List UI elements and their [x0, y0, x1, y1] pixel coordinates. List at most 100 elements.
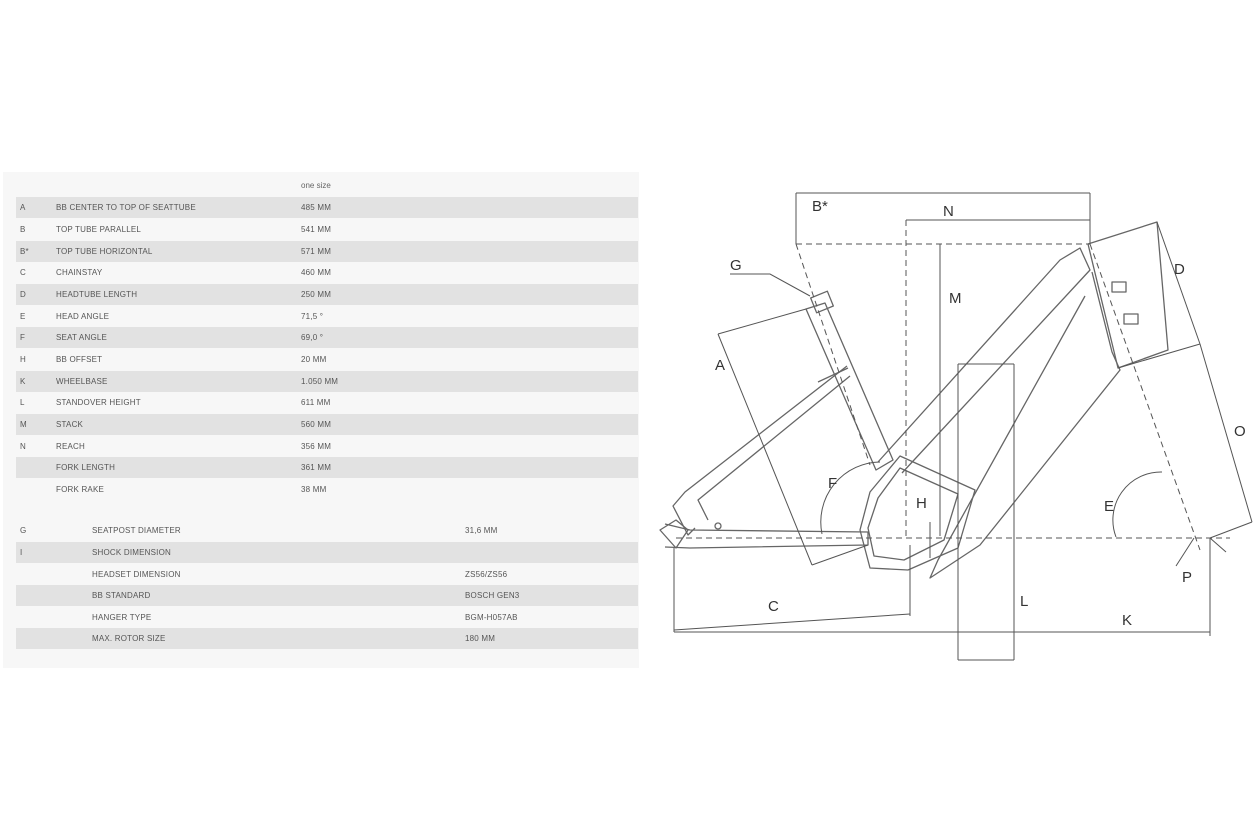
dimension-code: C [20, 268, 26, 277]
dimension-label: FORK RAKE [56, 485, 105, 494]
dimension-code: E [20, 312, 26, 321]
dimension-value: 1.050 MM [301, 377, 339, 386]
motor-housing [859, 455, 976, 571]
component-label: BB STANDARD [92, 591, 151, 600]
dimension-label: HEADTUBE LENGTH [56, 290, 138, 299]
label-m: M [949, 290, 962, 307]
table-row: A BB CENTER TO TOP OF SEATTUBE 485 MM [16, 197, 638, 218]
dimension-value: 361 MM [301, 463, 332, 472]
seat-stay-inner [697, 375, 851, 521]
motor-inner [867, 467, 959, 561]
head-tube [1087, 221, 1169, 369]
dimension-value: 69,0 ° [301, 333, 324, 342]
dimension-label: CHAINSTAY [56, 268, 103, 277]
dimension-code: H [20, 355, 26, 364]
dimension-code: D [20, 290, 26, 299]
component-label: HEADSET DIMENSION [92, 570, 181, 579]
component-code: G [20, 526, 27, 535]
dimension-label: BB OFFSET [56, 355, 103, 364]
dimension-label: BB CENTER TO TOP OF SEATTUBE [56, 203, 196, 212]
label-c: C [768, 598, 779, 615]
dimension-value: 571 MM [301, 247, 332, 256]
table-row: N REACH 356 MM [16, 436, 638, 457]
dimension-code: N [20, 442, 26, 451]
table-row: FORK RAKE 38 MM [16, 479, 638, 500]
component-value: 180 MM [465, 634, 496, 643]
frame-geometry-diagram: B* N G M D A O F H E C L P K [659, 192, 1253, 661]
component-value: BOSCH GEN3 [465, 591, 520, 600]
dimension-label: FORK LENGTH [56, 463, 116, 472]
table-row: H BB OFFSET 20 MM [16, 349, 638, 370]
dimension-lines [673, 192, 1253, 661]
table-row: B* TOP TUBE HORIZONTAL 571 MM [16, 241, 638, 262]
dimension-value: 485 MM [301, 203, 332, 212]
table-row: E HEAD ANGLE 71,5 ° [16, 306, 638, 327]
component-label: HANGER TYPE [92, 613, 152, 622]
dimension-value: 38 MM [301, 485, 327, 494]
top-tube [877, 247, 1091, 474]
component-label: MAX. ROTOR SIZE [92, 634, 166, 643]
label-b-star: B* [812, 198, 828, 215]
dropout [659, 519, 689, 549]
dimension-label: TOP TUBE PARALLEL [56, 225, 142, 234]
dimension-code: F [20, 333, 26, 342]
seat-stay [672, 365, 848, 536]
headset-cup-bottom [1123, 313, 1139, 325]
table-row: BB STANDARD BOSCH GEN3 [16, 585, 638, 606]
dimension-value: 541 MM [301, 225, 332, 234]
component-label: SEATPOST DIAMETER [92, 526, 181, 535]
component-label: SHOCK DIMENSION [92, 548, 172, 557]
table-row: MAX. ROTOR SIZE 180 MM [16, 628, 638, 649]
seat-tube [805, 302, 894, 471]
table-row: D HEADTUBE LENGTH 250 MM [16, 284, 638, 305]
table-row: HEADSET DIMENSION ZS56/ZS56 [16, 564, 638, 585]
table-row: M STACK 560 MM [16, 414, 638, 435]
label-e: E [1104, 498, 1114, 515]
label-k: K [1122, 612, 1132, 629]
table-row: I SHOCK DIMENSION [16, 542, 638, 563]
component-value: 31,6 MM [465, 526, 498, 535]
dimension-value: 250 MM [301, 290, 332, 299]
dimension-labels: B* N G M D A O F H E C L P K [715, 198, 1246, 629]
table-row: K WHEELBASE 1.050 MM [16, 371, 638, 392]
dimension-label: WHEELBASE [56, 377, 108, 386]
dimension-code: K [20, 377, 26, 386]
down-tube [929, 271, 1121, 579]
dimension-code: B* [20, 247, 29, 256]
table-row: G SEATPOST DIAMETER 31,6 MM [16, 520, 638, 541]
table-row: FORK LENGTH 361 MM [16, 457, 638, 478]
dimension-value: 356 MM [301, 442, 332, 451]
component-value: ZS56/ZS56 [465, 570, 508, 579]
label-g: G [730, 257, 742, 274]
dropout-bolt [714, 522, 722, 530]
label-n: N [943, 203, 954, 220]
component-value: BGM-H057AB [465, 613, 518, 622]
label-l: L [1020, 593, 1028, 610]
table-row: F SEAT ANGLE 69,0 ° [16, 327, 638, 348]
component-code: I [20, 548, 23, 557]
label-p: P [1182, 569, 1192, 586]
dimension-label: STANDOVER HEIGHT [56, 398, 141, 407]
table-row: C CHAINSTAY 460 MM [16, 262, 638, 283]
label-f: F [828, 475, 837, 492]
brace [817, 367, 849, 383]
label-h: H [916, 495, 927, 512]
table-row: B TOP TUBE PARALLEL 541 MM [16, 219, 638, 240]
dimension-value: 20 MM [301, 355, 327, 364]
label-d: D [1174, 261, 1185, 278]
dimension-value: 560 MM [301, 420, 332, 429]
dimension-label: SEAT ANGLE [56, 333, 108, 342]
table-row: HANGER TYPE BGM-H057AB [16, 607, 638, 628]
dimension-label: HEAD ANGLE [56, 312, 110, 321]
dimension-value: 71,5 ° [301, 312, 324, 321]
label-o: O [1234, 423, 1246, 440]
label-a: A [715, 357, 725, 374]
dimension-value: 460 MM [301, 268, 332, 277]
headset-cup-top [1111, 281, 1127, 293]
dimension-label: TOP TUBE HORIZONTAL [56, 247, 153, 256]
table-row: L STANDOVER HEIGHT 611 MM [16, 392, 638, 413]
bike-frame-drawing [659, 221, 1169, 579]
chain-stay [664, 523, 869, 549]
dimension-code: L [20, 398, 25, 407]
dimension-code: M [20, 420, 27, 429]
